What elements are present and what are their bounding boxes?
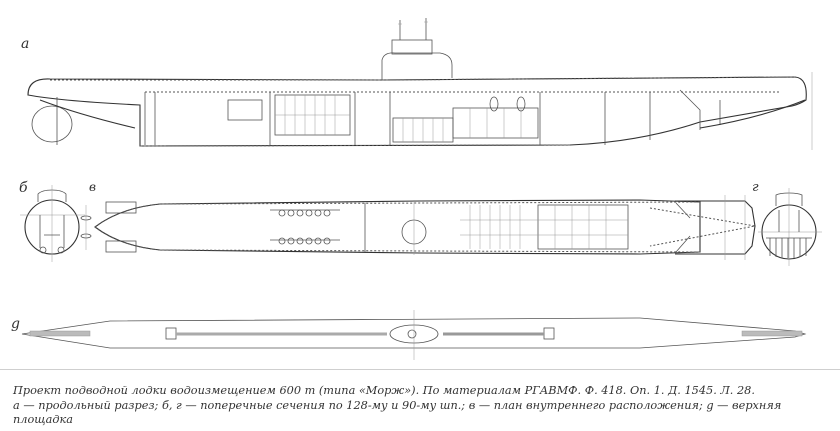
view-label-a: а xyxy=(21,36,30,52)
view-label-b: б xyxy=(19,180,28,196)
cross-section-90 xyxy=(758,188,822,266)
longitudinal-section xyxy=(27,18,813,150)
caption-line-3: площадка xyxy=(13,413,73,426)
caption-line-1: Проект подводной лодки водоизмещением 60… xyxy=(13,384,755,397)
view-label-d: g xyxy=(11,316,20,332)
figure-caption: Проект подводной лодки водоизмещением 60… xyxy=(13,384,823,428)
internal-plan xyxy=(94,195,756,260)
submarine-drawing xyxy=(20,18,822,360)
caption-divider xyxy=(0,369,840,370)
cross-section-128 xyxy=(20,185,92,262)
upper-deck xyxy=(21,310,807,360)
view-label-v: в xyxy=(89,180,96,194)
caption-line-2: а — продольный разрез; б, г — поперечные… xyxy=(13,398,782,412)
view-label-g: г xyxy=(752,180,759,195)
